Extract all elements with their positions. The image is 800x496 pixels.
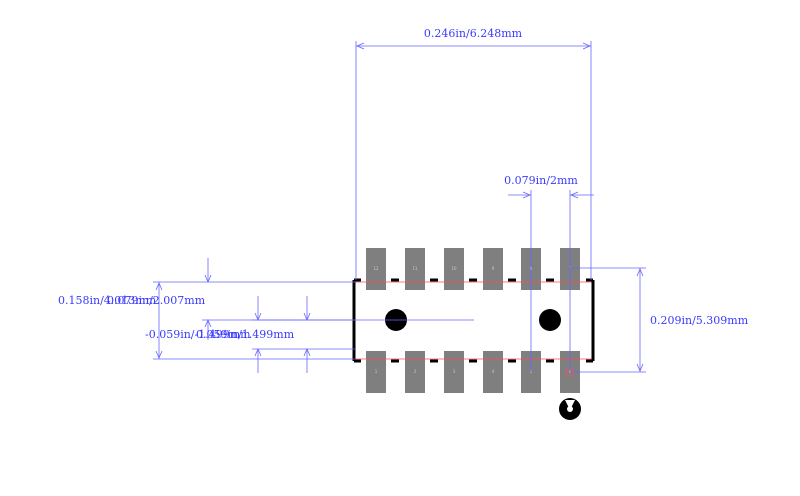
pad-label: 2 <box>414 369 417 374</box>
pad <box>405 351 425 393</box>
pad-label: 12 <box>373 266 379 271</box>
pad-label: 4 <box>492 369 495 374</box>
pad <box>444 248 464 290</box>
courtyard-outline <box>355 281 592 360</box>
dimension-label: 0.246in/6.248mm <box>424 27 523 40</box>
pad-label: 1 <box>375 369 378 374</box>
silkscreen-outline <box>352 278 595 363</box>
dimension-body-height: 0.158in/4.013mm <box>58 281 356 360</box>
pad <box>405 248 425 290</box>
dimension-pitch: 0.079in/2mm <box>504 174 594 372</box>
dimension-overall-height: 0.209in/5.309mm <box>570 267 749 373</box>
pad <box>366 351 386 393</box>
pad <box>444 351 464 393</box>
top-pad-row: 12 11 10 9 8 7 <box>366 248 580 290</box>
dimension-label: 0.209in/5.309mm <box>650 314 749 327</box>
dimension-label: 0.158in/4.013mm <box>58 294 157 307</box>
pad-label: 10 <box>451 266 457 271</box>
dimension-label: 0.079in/2mm <box>504 174 578 187</box>
dimension-label: 0.059in/1.499mm <box>196 328 295 341</box>
pad-label: 9 <box>492 266 495 271</box>
fiducial-icon <box>559 398 581 420</box>
pad <box>483 351 503 393</box>
pad <box>366 248 386 290</box>
dimension-label: 0.079in/2.007mm <box>107 294 206 307</box>
pad <box>483 248 503 290</box>
dimension-label: -0.059in/-1.499mm <box>145 328 251 341</box>
bottom-pad-row: 1 2 3 4 5 6 <box>366 351 580 393</box>
hole-mark: · <box>395 318 396 323</box>
mounting-hole <box>539 309 561 331</box>
dimension-overall-width: 0.246in/6.248mm <box>355 27 592 280</box>
pad-label: 11 <box>412 266 418 271</box>
pad-label: 3 <box>453 369 456 374</box>
dimension-pad-offsets: -0.059in/-1.499mm 0.059in/1.499mm <box>145 296 356 373</box>
